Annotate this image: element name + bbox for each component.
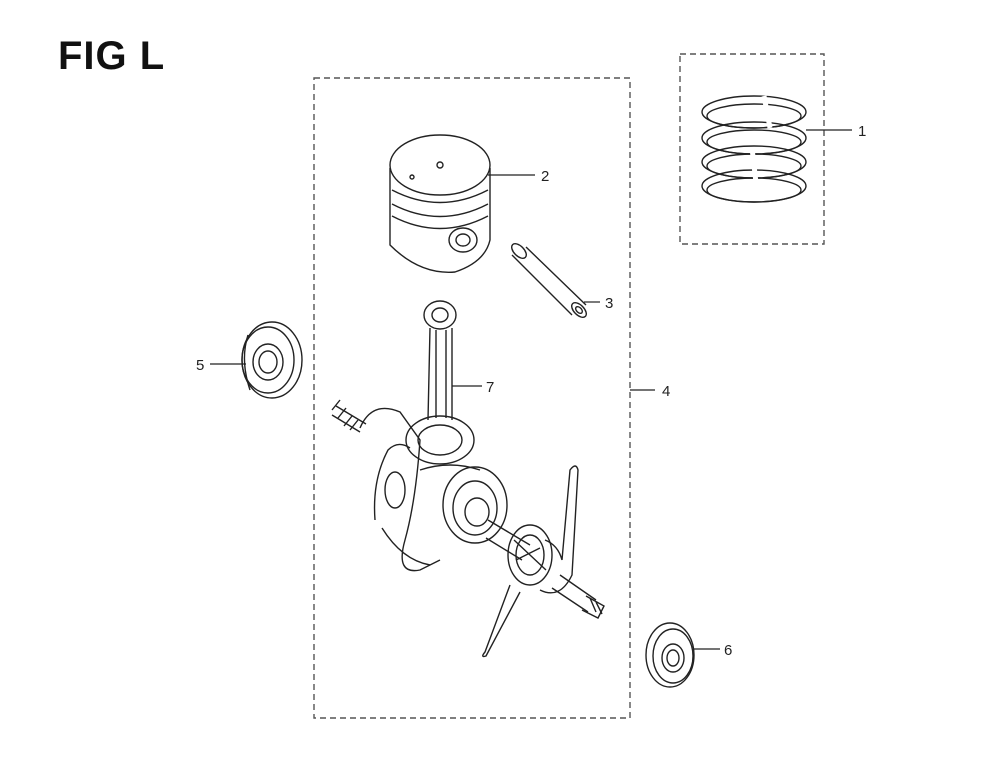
ring-set-box <box>679 53 825 245</box>
oil-seal-5-part <box>241 321 303 399</box>
piston-ring-set-part <box>701 95 807 203</box>
piston-pin-part <box>511 243 587 318</box>
callout-6: 6 <box>724 642 732 659</box>
piston-part <box>389 134 491 273</box>
connecting-rod-part <box>405 300 475 465</box>
callout-1: 1 <box>858 123 866 140</box>
callout-5: 5 <box>196 357 204 374</box>
oil-seal-6-part <box>645 622 695 688</box>
figure-title: FIG L <box>58 34 166 78</box>
crankshaft-part <box>331 399 605 658</box>
assembly-group-box <box>313 77 631 719</box>
callout-4: 4 <box>662 383 670 400</box>
callout-3: 3 <box>605 295 613 312</box>
callout-2: 2 <box>541 168 549 185</box>
callout-7: 7 <box>486 379 494 396</box>
